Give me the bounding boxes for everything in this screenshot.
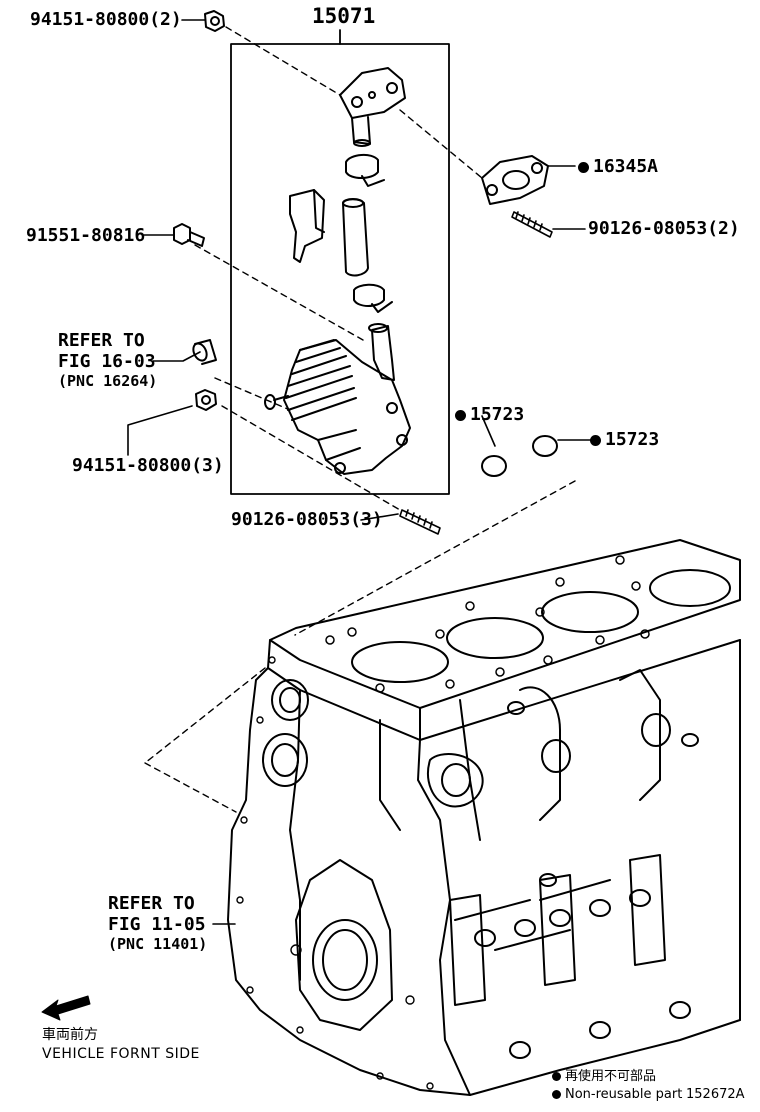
o-ring-15723-left	[481, 455, 507, 477]
dashed-lines	[144, 26, 576, 813]
nut-94151-top	[204, 10, 225, 32]
part-label-16345a: 16345A	[578, 157, 658, 177]
stud-90126-top	[511, 211, 553, 238]
cylinder-block	[227, 539, 741, 1096]
direction-label-en: VEHICLE FORNT SIDE	[42, 1046, 200, 1062]
part-label-90126-3: 90126-08053(3)	[231, 509, 383, 530]
front-direction-arrow	[41, 995, 91, 1021]
reference-pnc: (PNC 16264)	[58, 372, 158, 390]
legend-jp: 再使用不可部品	[552, 1068, 656, 1085]
bolt-91551	[173, 223, 205, 247]
part-number: 15723	[605, 429, 660, 450]
non-reusable-dot	[455, 409, 466, 421]
part-label-90126-2: 90126-08053(2)	[588, 218, 740, 239]
hose-end-fig16	[192, 339, 217, 365]
part-number: 16345A	[593, 156, 659, 177]
part-label-94151-bottom: 94151-80800(3)	[72, 455, 224, 476]
legend-text-en: Non-reusable part	[565, 1087, 683, 1102]
legend-en: Non-reusable part	[552, 1086, 682, 1103]
oil-cooler	[264, 323, 411, 475]
gasket-16345a	[481, 155, 549, 205]
figure-code: 152672A	[686, 1087, 745, 1102]
non-reusable-dot	[590, 434, 601, 446]
bracket	[289, 189, 325, 263]
reference-line2: FIG 16-03	[58, 351, 156, 372]
legend-text-jp: 再使用不可部品	[565, 1069, 657, 1084]
leader-lines	[127, 19, 591, 925]
legend-dot	[552, 1072, 561, 1081]
stud-90126-bottom	[399, 509, 441, 535]
reference-fig-16-03: REFER TO FIG 16-03 (PNC 16264)	[58, 330, 157, 390]
union-flange	[339, 67, 406, 147]
part-label-15071: 15071	[312, 4, 376, 28]
direction-label-jp: 車両前方	[42, 1027, 98, 1043]
reference-pnc: (PNC 11401)	[108, 935, 208, 953]
hose-clamp-bottom	[353, 283, 393, 313]
part-number: 15723	[470, 404, 525, 425]
reference-line2: FIG 11-05	[108, 914, 206, 935]
reference-line1: REFER TO	[108, 893, 195, 914]
part-label-15723-left: 15723	[455, 405, 524, 425]
nut-94151-bottom	[195, 389, 217, 411]
hose-clamp-top	[345, 154, 385, 187]
assembly-box-15071	[230, 43, 450, 495]
o-ring-15723-right	[532, 435, 558, 457]
part-label-91551: 91551-80816	[26, 225, 146, 246]
legend-dot	[552, 1090, 561, 1099]
reference-line1: REFER TO	[58, 330, 145, 351]
reference-fig-11-05: REFER TO FIG 11-05 (PNC 11401)	[108, 893, 207, 953]
part-label-15723-right: 15723	[590, 430, 659, 450]
water-hose	[342, 198, 369, 277]
non-reusable-dot	[578, 161, 589, 173]
part-label-94151-top: 94151-80800(2)	[30, 9, 182, 30]
